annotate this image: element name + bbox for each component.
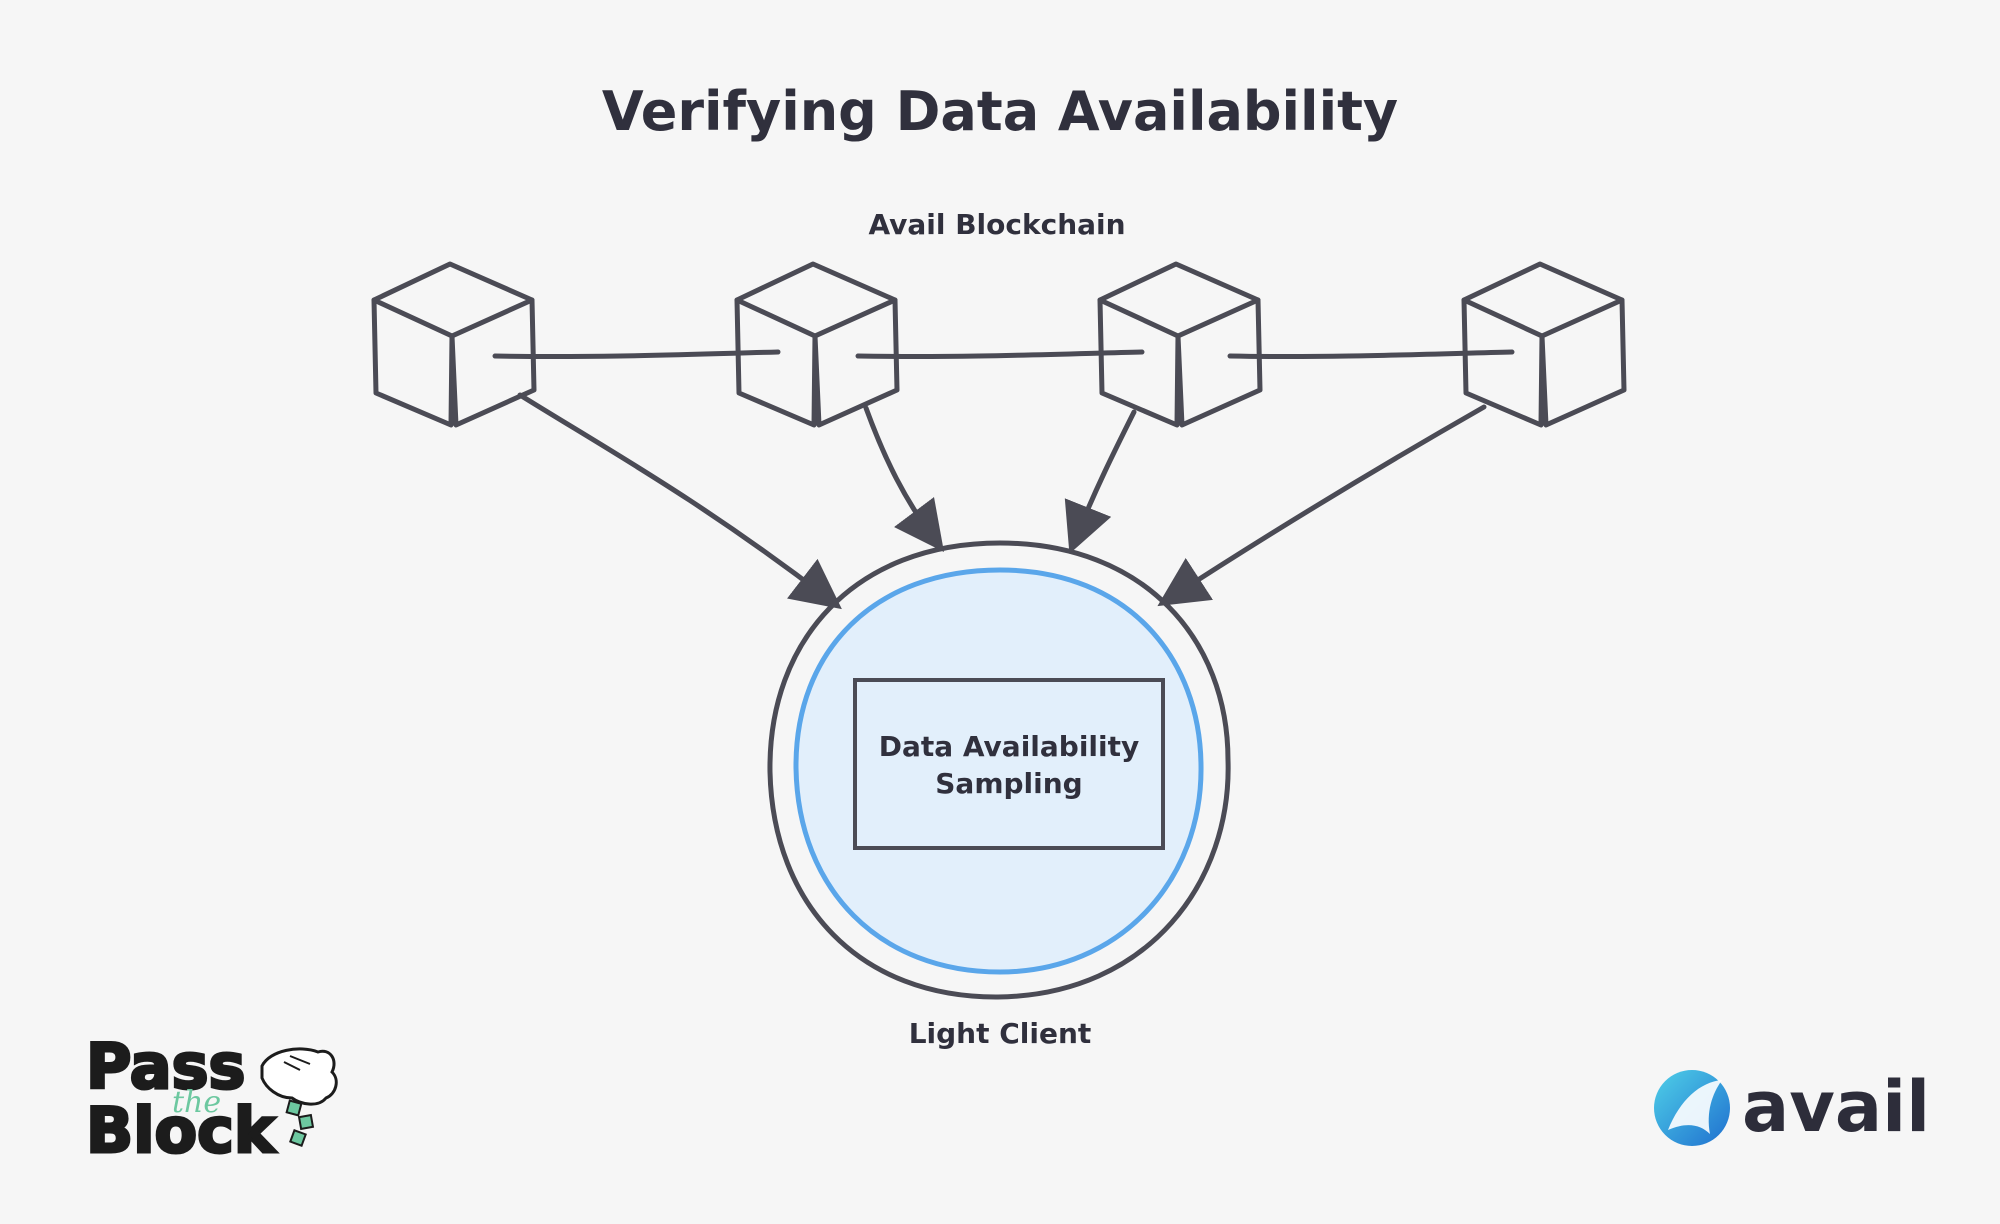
logo-block-text: Block [86, 1094, 277, 1167]
block-cube-2 [734, 261, 900, 428]
avail-logo-text: avail [1742, 1066, 1930, 1148]
hand-icon [260, 1047, 338, 1106]
light-client-outer-ring [767, 540, 1231, 1000]
block-cube-3 [1097, 261, 1263, 428]
light-client-node: Data Availability Sampling [767, 540, 1231, 1000]
logo-pass-text: Pass [86, 1030, 245, 1103]
page-title: Verifying Data Availability [602, 80, 1398, 143]
logo-the-text: the [172, 1085, 221, 1120]
avail-logo: avail [1654, 1066, 1930, 1148]
das-box-line2: Sampling [935, 767, 1082, 800]
light-client-label: Light Client [909, 1017, 1092, 1050]
das-box [853, 678, 1165, 850]
arrows [517, 392, 1487, 610]
falling-cubes-icon [285, 1099, 315, 1147]
pass-the-block-logo: Pass the Block [85, 1029, 338, 1169]
chain-links [492, 349, 1515, 360]
blockchain-label: Avail Blockchain [868, 208, 1125, 241]
avail-mark-icon [1654, 1070, 1730, 1146]
das-box-line1: Data Availability [879, 730, 1140, 763]
block-cube-1 [371, 261, 537, 428]
block-cube-4 [1461, 261, 1627, 428]
